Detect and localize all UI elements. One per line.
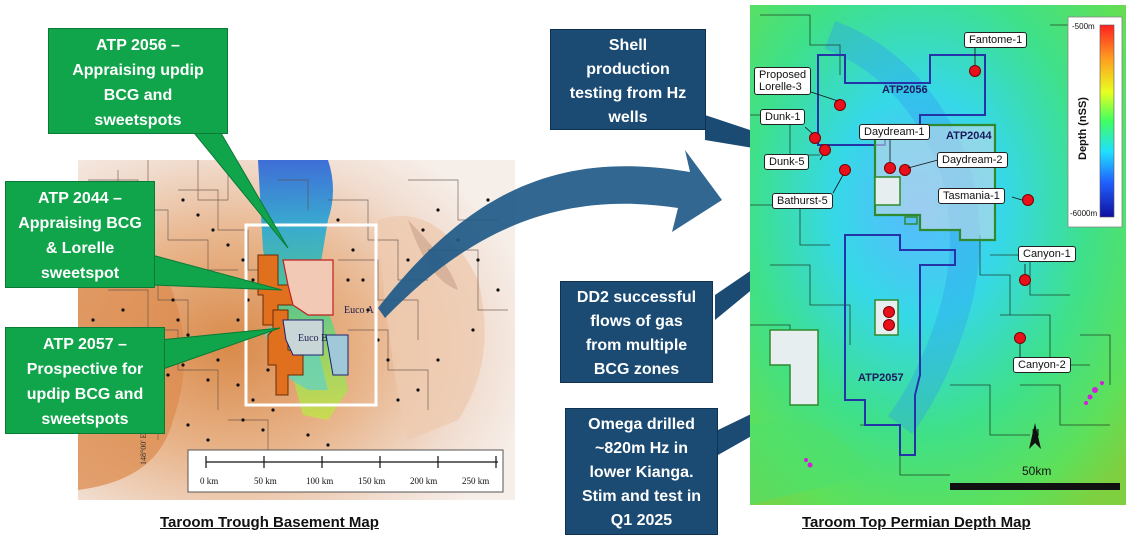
well-proposed-lorelle-3: Proposed Lorelle-3 [754,67,812,95]
callout-dd2-line3: from multiple [585,337,688,354]
callout-dd2: DD2 successful flows of gas from multipl… [560,281,713,383]
scale-label-0: 0 km [200,476,219,486]
callout-omega-line4: Stim and test in [581,488,702,505]
callout-atp2057-line3: updip BCG and [26,386,144,403]
callout-atp2057: ATP 2057 – Prospective for updip BCG and… [5,327,165,434]
callout-atp2056: ATP 2056 – Appraising updip BCG and swee… [48,28,228,134]
well-daydream-2: Daydream-2 [937,152,1008,168]
callout-omega-line3: lower Kianga. [589,464,694,481]
callout-shell-line1: Shell [608,37,648,54]
scale-label-50: 50 km [254,476,277,486]
callout-shell-line2: production [586,61,670,78]
legend-top-label: -500m [1072,22,1095,31]
line-label-euco-b: Euco B [298,333,328,344]
callout-dd2-line4: BCG zones [593,361,680,378]
callout-omega: Omega drilled ~820m Hz in lower Kianga. … [565,408,718,535]
svg-text:148°00' E: 148°00' E [139,433,148,465]
left-map-caption: Taroom Trough Basement Map [160,514,379,531]
callout-atp2056-line2: Appraising updip [72,62,204,79]
callout-atp2044: ATP 2044 – Appraising BCG & Lorelle swee… [5,181,155,288]
callout-omega-line2: ~820m Hz in [595,440,688,457]
callout-dd2-line2: flows of gas [590,313,683,330]
north-label: N [1032,428,1040,439]
callout-shell: Shell production testing from Hz wells [550,29,706,130]
callout-atp2044-line4: sweetspot [40,265,120,282]
scale-bar-label: 50km [1022,464,1052,478]
line-label-euco-a: Euco A [344,305,374,316]
callout-atp2057-line4: sweetspots [41,411,129,428]
legend-bottom-label: -6000m [1070,209,1098,218]
well-canyon-2: Canyon-2 [1013,357,1071,373]
callout-atp2056-line3: BCG and [103,87,173,104]
well-bathurst-5: Bathurst-5 [772,193,833,209]
well-fantome-1: Fantome-1 [964,32,1028,48]
callout-dd2-line1: DD2 successful [576,289,697,306]
well-daydream-1: Daydream-1 [859,124,930,140]
scale-label-250: 250 km [462,476,490,486]
callout-atp2044-line2: Appraising BCG [18,215,142,232]
callout-atp2056-line1: ATP 2056 – [96,37,180,54]
well-dunk-1: Dunk-1 [760,109,806,125]
legend-title: Depth (nSS) [1077,97,1089,160]
callout-atp2057-line2: Prospective for [26,361,144,378]
permit-atp2044: ATP2044 [946,130,992,142]
well-dunk-5: Dunk-5 [764,154,810,170]
callout-atp2056-line4: sweetspots [94,112,182,129]
well-canyon-1: Canyon-1 [1018,246,1076,262]
callout-atp2044-line3: & Lorelle [45,240,115,257]
callout-atp2057-line1: ATP 2057 – [43,336,127,353]
callout-omega-line1: Omega drilled [588,416,695,433]
permit-atp2057: ATP2057 [858,372,904,384]
permit-atp2056: ATP2056 [882,84,928,96]
callout-omega-line5: Q1 2025 [610,512,673,529]
right-map-caption: Taroom Top Permian Depth Map [802,514,1031,531]
callout-shell-line4: wells [608,109,648,126]
scale-label-150: 150 km [358,476,386,486]
scale-label-100: 100 km [306,476,334,486]
well-proposed-lorelle-3-text: Proposed Lorelle-3 [759,69,807,93]
callout-shell-line3: testing from Hz [569,85,687,102]
callout-atp2044-line1: ATP 2044 – [38,190,122,207]
well-tasmania-1: Tasmania-1 [938,188,1005,204]
scale-label-200: 200 km [410,476,438,486]
